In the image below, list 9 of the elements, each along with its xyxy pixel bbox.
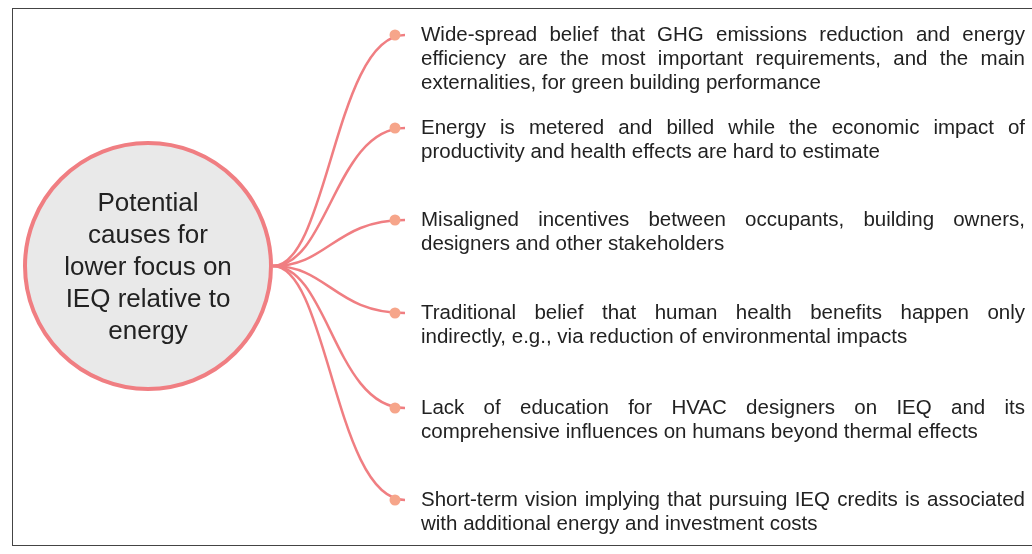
curved-connector <box>272 122 406 268</box>
cause-text: Lack of education for HVAC designers on IEQ and its comprehensive influences on humans beyond thermal effects <box>421 395 1025 443</box>
cause-text: Misaligned incentives between occupants, building owners, designers and other stakeholders <box>421 207 1025 255</box>
cause-text: Wide-spread belief that GHG emissions reduction and energy efficiency are the most important requirements, and the main externalities, for green building performance <box>421 22 1025 94</box>
topic-text: Potential causes for lower focus on IEQ relative to energy <box>63 186 233 346</box>
cause-text: Traditional belief that human health benefits happen only indirectly, e.g., via reduction of environmental impacts <box>421 300 1025 348</box>
cause-text: Short-term vision implying that pursuing IEQ credits is associated with additional energy and investment costs <box>421 487 1025 535</box>
cause-text: Energy is metered and billed while the economic impact of productivity and health effects are hard to estimate <box>421 115 1025 163</box>
curved-connector <box>272 264 406 506</box>
